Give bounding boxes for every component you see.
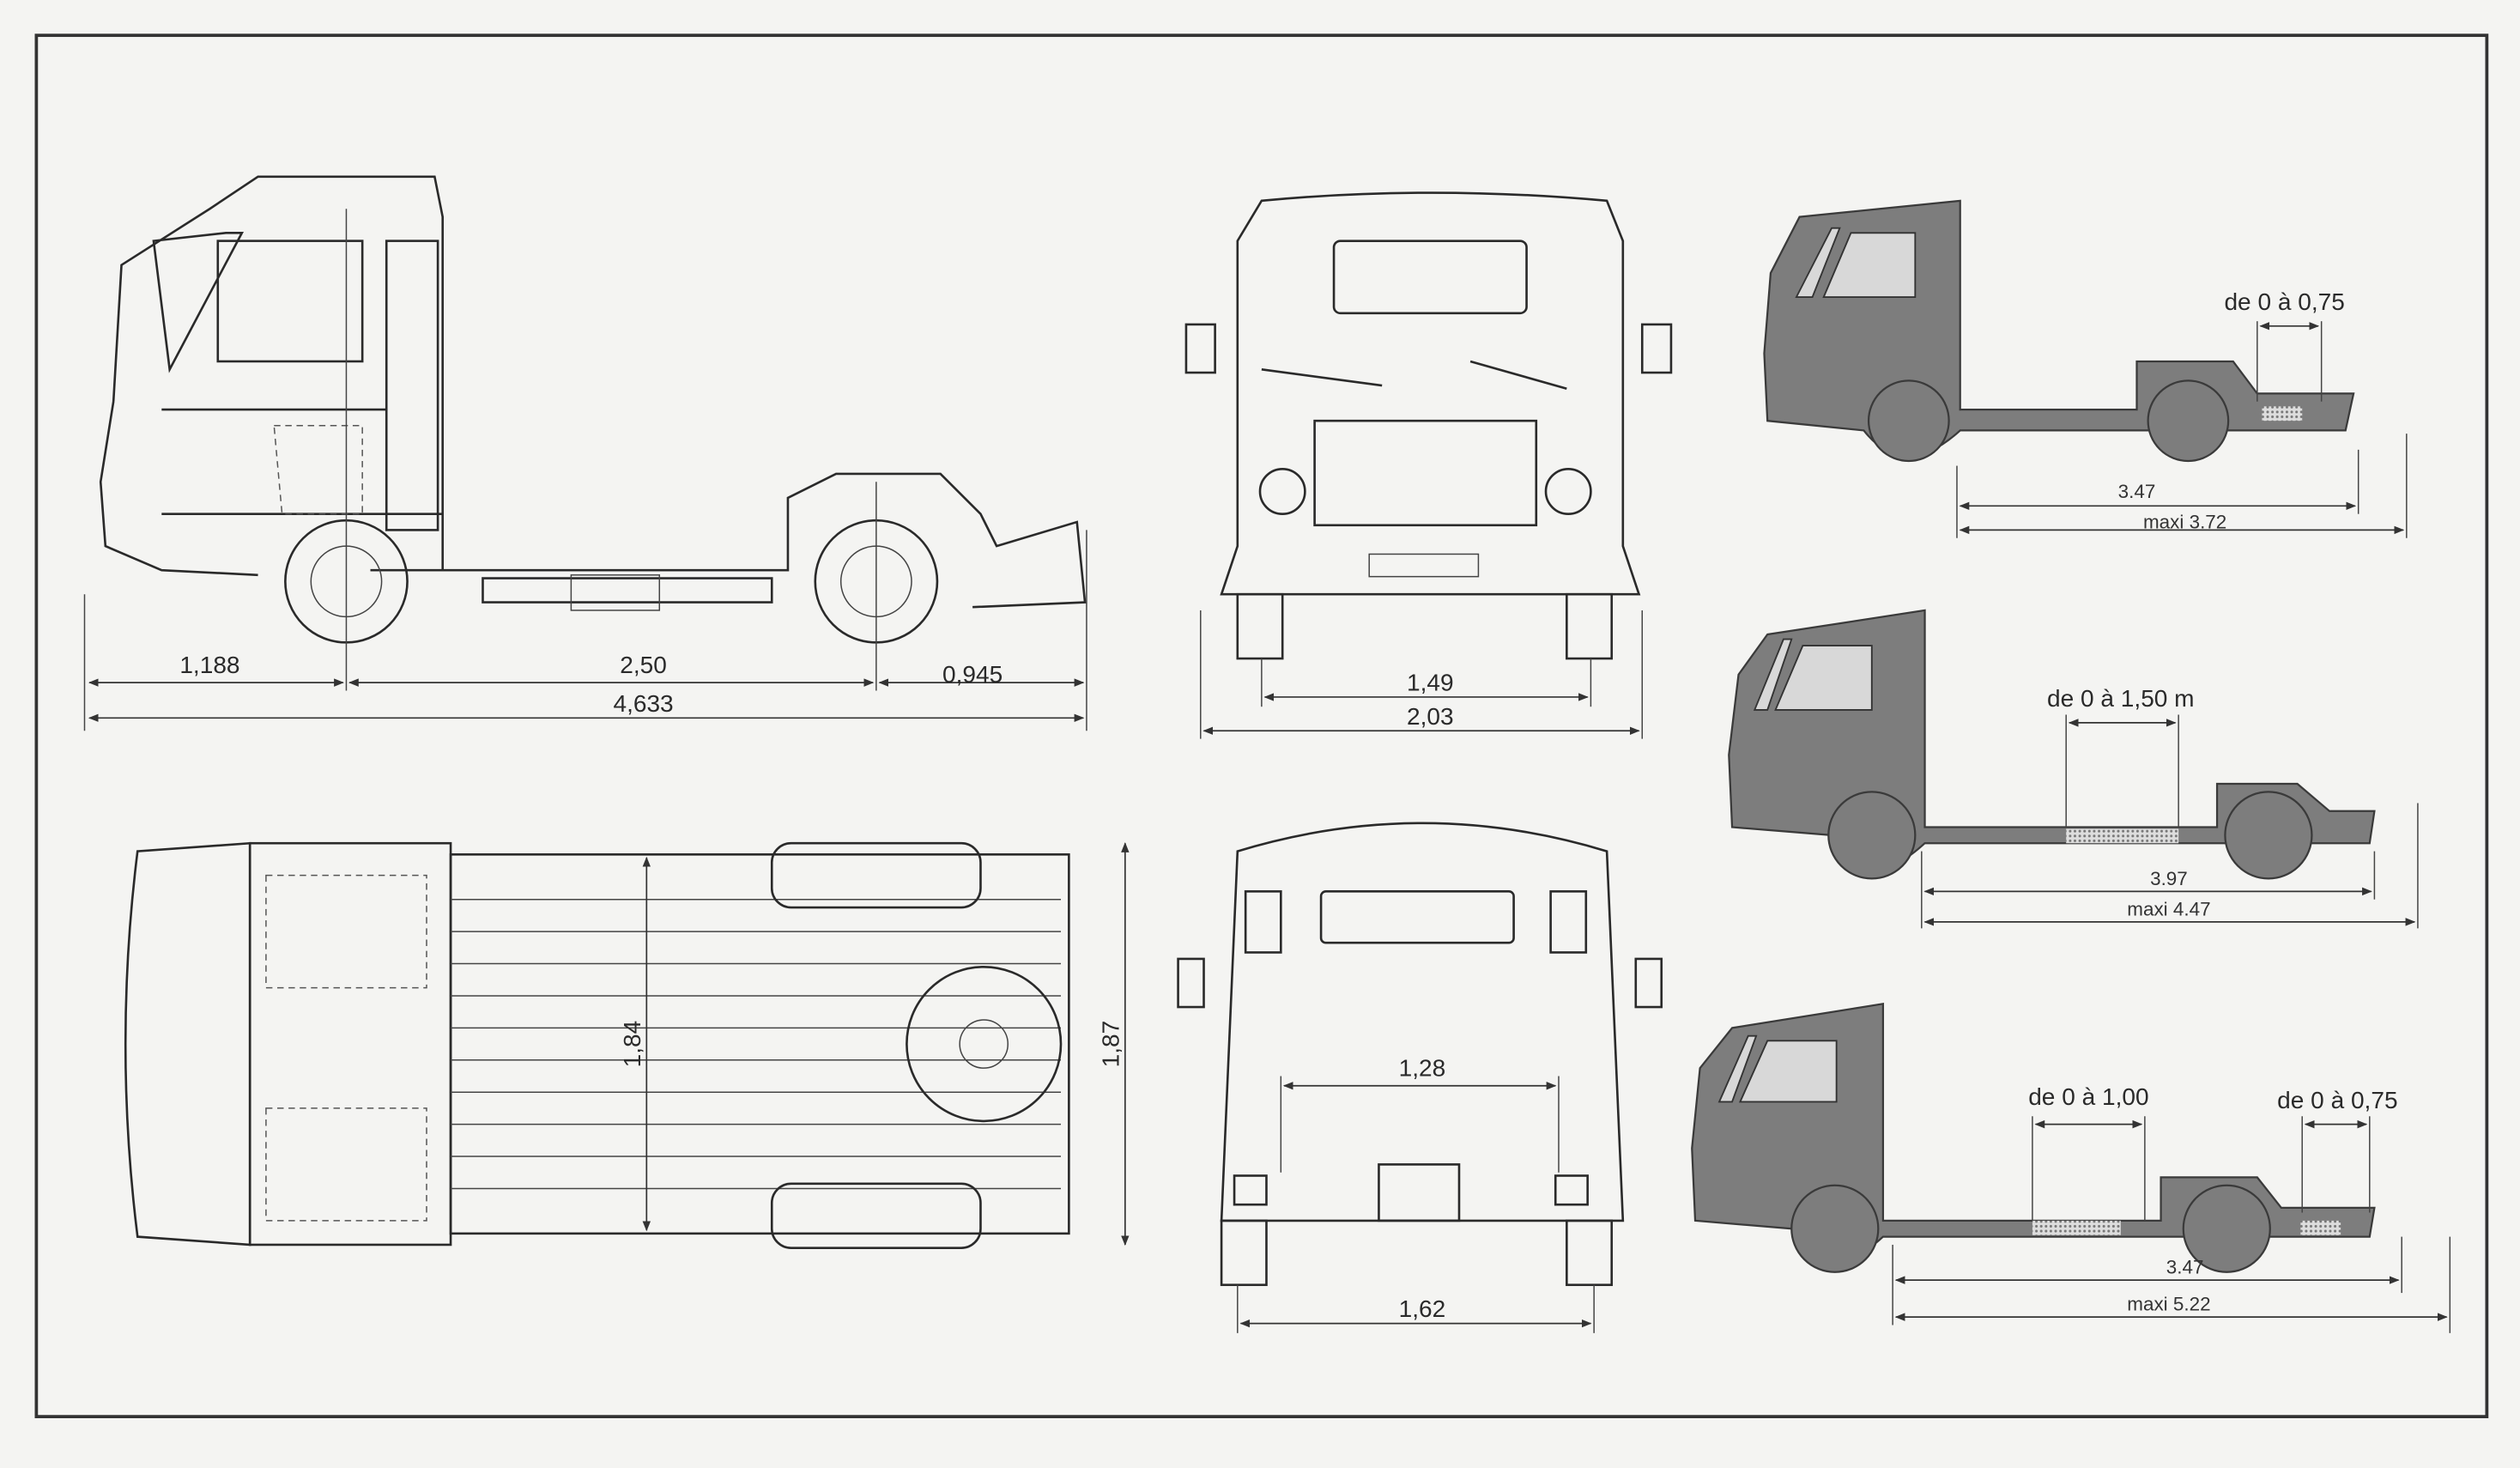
- variant-2-adjust-range: de 0 à 1,50 m: [2047, 685, 2195, 712]
- variant-2-max-length: maxi 4.47: [2127, 898, 2210, 919]
- variant-1-length: 3.47: [2118, 481, 2156, 502]
- variant-3-rear-adjust-range: de 0 à 0,75: [2277, 1087, 2397, 1113]
- dim-front-overhang: 1,188: [179, 652, 239, 678]
- variant-3-max-length: maxi 5.22: [2127, 1294, 2210, 1315]
- dim-rear-overhang: 0,945: [942, 661, 1003, 688]
- side-view-drawing: [99, 175, 1087, 644]
- dim-outer-width: 1,87: [1097, 1021, 1124, 1068]
- side-view-dimensions: 1,188 2,50 0,945 4,633: [83, 209, 1087, 731]
- variant-1-dimensions: de 0 à 0,75 3.47 maxi 3.72: [1956, 288, 2408, 538]
- dim-frame-width: 1,28: [1399, 1055, 1446, 1082]
- variant-2-silhouette: [1728, 609, 2376, 880]
- variant-1-silhouette: [1763, 199, 2355, 463]
- variant-2-dimensions: de 0 à 1,50 m 3.97 maxi 4.47: [1921, 685, 2419, 929]
- front-view-drawing: [1184, 191, 1673, 660]
- front-view-dimensions: 1,49 2,03: [1200, 610, 1644, 739]
- variant-3-silhouette: [1691, 1002, 2376, 1273]
- rear-view-drawing: [1177, 822, 1663, 1287]
- dim-inner-width: 1,84: [619, 1021, 645, 1068]
- dim-overall-length: 4,633: [613, 690, 673, 717]
- dim-wheelbase: 2,50: [620, 652, 667, 678]
- dim-overall-width: 2,03: [1407, 703, 1454, 730]
- sheet-frame: [34, 33, 2489, 1419]
- top-view-drawing: [124, 841, 1070, 1249]
- dim-rear-track: 1,62: [1399, 1295, 1446, 1322]
- variant-1-max-length: maxi 3.72: [2143, 512, 2226, 533]
- top-view-dimensions: 1,84 1,87: [619, 842, 1130, 1247]
- variant-3-dimensions: de 0 à 1,00 de 0 à 0,75 3.47 maxi 5.22: [1892, 1083, 2451, 1333]
- dim-front-track: 1,49: [1407, 669, 1454, 695]
- variant-1-adjust-range: de 0 à 0,75: [2224, 288, 2344, 315]
- rear-view-dimensions: 1,28 1,62: [1237, 1055, 1595, 1333]
- variant-3-front-adjust-range: de 0 à 1,00: [2028, 1083, 2148, 1110]
- variant-2-length: 3.97: [2150, 868, 2188, 889]
- variant-3-length: 3.47: [2166, 1257, 2204, 1278]
